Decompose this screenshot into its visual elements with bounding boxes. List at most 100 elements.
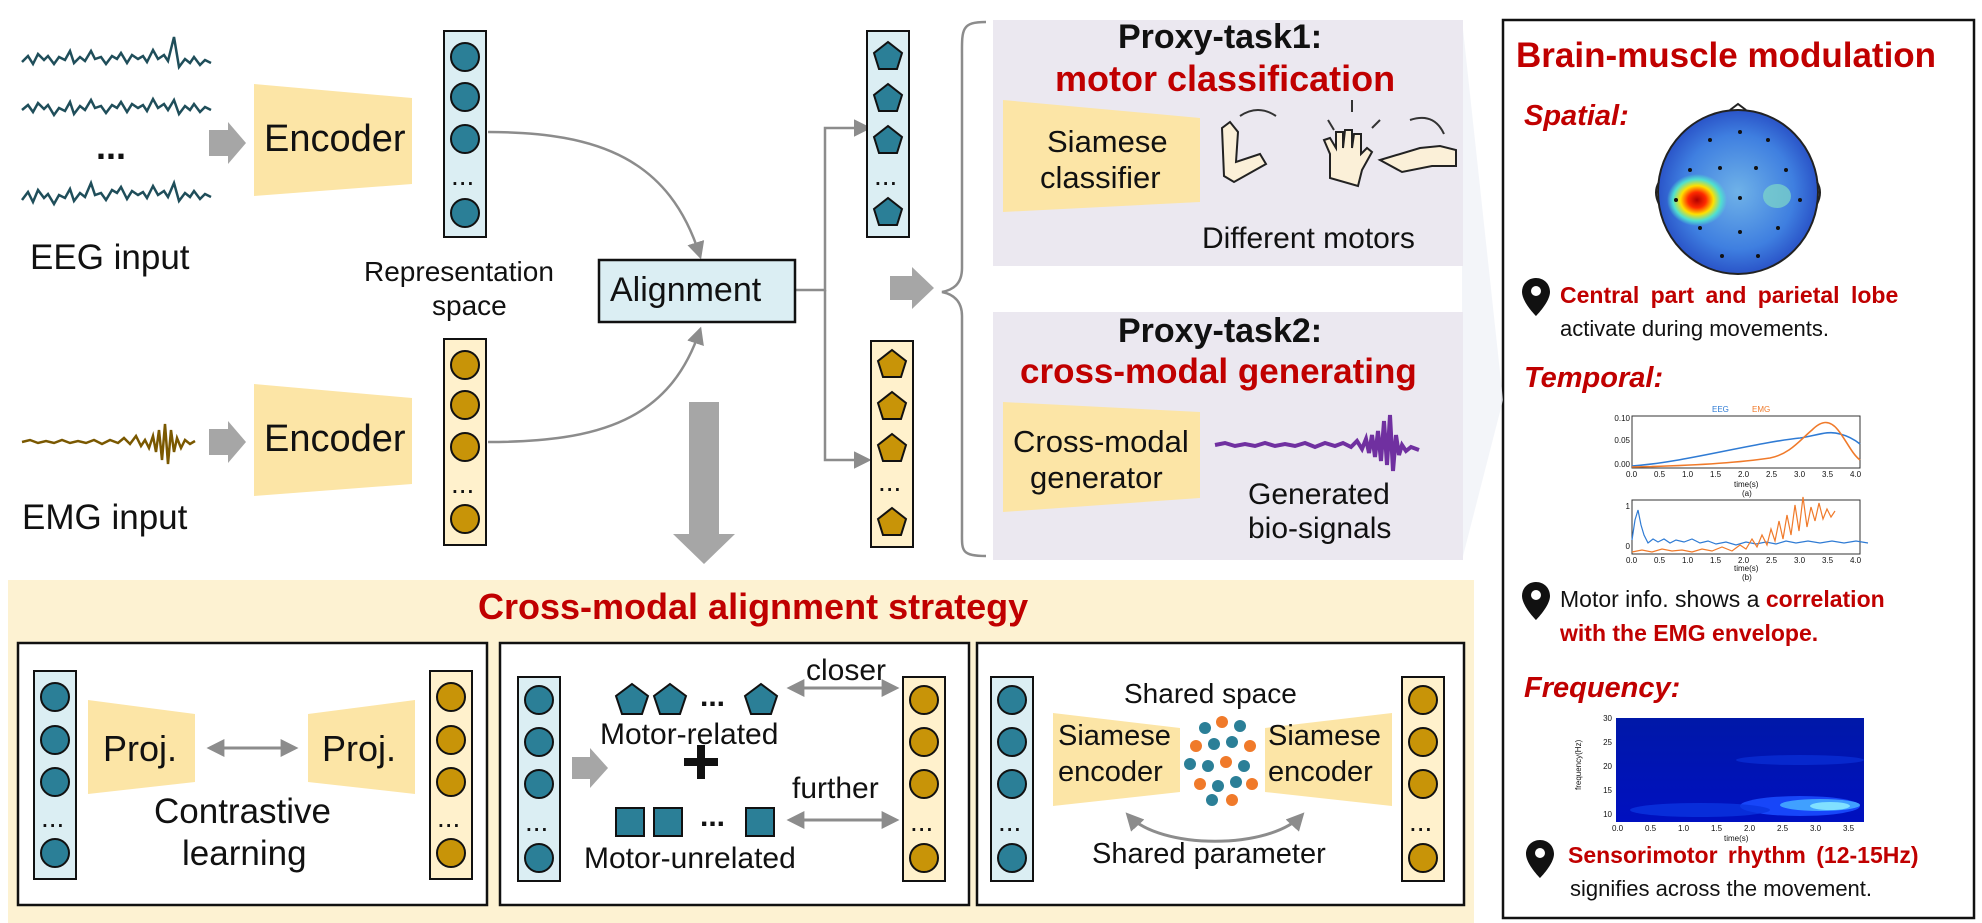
siamese-classifier-line1: Siamese (1047, 124, 1168, 159)
eeg-to-alignment-arrow (487, 130, 705, 260)
temporal-a-xticks: 0.0 0.5 1.0 1.5 2.0 2.5 3.0 3.5 4.0 (1626, 470, 1862, 479)
closer-label: closer (806, 654, 887, 687)
shared-param-arrow (1125, 812, 1305, 843)
temporal-highlight-2: with the EMG envelope. (1560, 620, 1819, 646)
s3-blue-ellipsis: ... (998, 806, 1022, 837)
frequency-text: signifies across the movement. (1570, 876, 1873, 901)
motor-unrelated-dots: ... (700, 800, 726, 833)
eeg-encoder (254, 84, 412, 196)
proj-left-shape (88, 700, 195, 794)
emg-input-arrow (209, 421, 246, 463)
emg-encoder (254, 384, 412, 496)
further-label: further (792, 772, 879, 805)
alignment-label: Alignment (610, 271, 762, 309)
temporal-b-label: (b) (1742, 573, 1752, 582)
eeg-input-label: EEG input (30, 238, 190, 277)
alignment-to-eeg-out-arrow (795, 119, 872, 292)
cross-modal-generator-line2: generator (1030, 460, 1163, 495)
frequency-xlabel: time(s) (1724, 834, 1749, 843)
scalp-map (1655, 102, 1821, 275)
proxy-brace (941, 20, 987, 558)
emg-input-label: EMG input (22, 498, 188, 537)
strategy-down-arrow (673, 402, 735, 564)
s1-yellow-ellipsis: ... (437, 802, 461, 833)
siamese-encoder-left-shape (1053, 713, 1180, 806)
spatial-text: activate during movements. (1560, 316, 1830, 341)
different-motors-caption: Different motors (1202, 222, 1415, 255)
temporal-b-xticks: 0.0 0.5 1.0 1.5 2.0 2.5 3.0 3.5 4.0 (1626, 556, 1862, 565)
legend-emg: EMG (1752, 405, 1771, 414)
siamese-right-line1: Siamese (1268, 720, 1381, 752)
spectrogram (1616, 718, 1864, 822)
cross-modal-generator-shape (1003, 402, 1200, 512)
proxy-arrow (890, 267, 934, 309)
motor-unrelated-label: Motor-unrelated (584, 842, 796, 875)
siamese-right-line2: encoder (1268, 756, 1373, 788)
eeg-waves (21, 36, 212, 207)
s2-yellow-ellipsis: ... (910, 806, 934, 837)
temporal-a-yticks: 0.10 0.05 0.00 (1614, 414, 1630, 469)
temporal-plot-b (1631, 496, 1869, 555)
proxy2-subtitle: cross-modal generating (1020, 352, 1417, 391)
motor-related-dots: ... (700, 680, 726, 713)
legend-eeg: EEG (1712, 405, 1729, 414)
emg-to-alignment-arrow (487, 326, 704, 444)
spatial-highlight: Central part and parietal lobe (1560, 282, 1899, 308)
temporal-text: Motor info. shows a correlation (1560, 586, 1885, 612)
motor-input-arrow (572, 748, 608, 788)
motor-hand-icons (1220, 100, 1457, 188)
pin-icons (1522, 278, 1554, 878)
contrastive-label-2: learning (182, 834, 307, 873)
temporal-a-xlabel: time(s) (1734, 480, 1759, 489)
motor-related-shapes (614, 682, 779, 715)
spatial-heading: Spatial: (1524, 100, 1629, 132)
brain-title: Brain-muscle modulation (1516, 36, 1937, 75)
s1-blue-ellipsis: ... (41, 802, 65, 833)
siamese-classifier-shape (1003, 100, 1200, 212)
proj-left-label: Proj. (103, 728, 178, 769)
proxy2-title: Proxy-task2: (1118, 312, 1323, 350)
shared-space-dots (1184, 716, 1258, 806)
emg-wave (21, 423, 196, 465)
proj-right-shape (308, 700, 415, 794)
proxy1-subtitle: motor classification (1055, 58, 1396, 99)
frequency-highlight: Sensorimotor rhythm (12-15Hz) (1568, 842, 1919, 868)
temporal-b-xlabel: time(s) (1734, 564, 1759, 573)
representation-label-1: Representation (364, 256, 554, 287)
temporal-a-label: (a) (1742, 489, 1752, 498)
eeg-encoder-label: Encoder (264, 118, 406, 160)
temporal-b-yticks: 1 0 (1625, 502, 1630, 551)
eeg-rep-ellipsis: ... (451, 160, 475, 191)
frequency-yticks: 30 25 20 15 10 (1603, 714, 1612, 819)
contrastive-label-1: Contrastive (154, 792, 332, 831)
emg-rep-ellipsis: ... (451, 468, 475, 499)
proj-right-label: Proj. (322, 728, 397, 769)
siamese-classifier-line2: classifier (1040, 160, 1161, 195)
alignment-to-emg-out-arrow (823, 290, 872, 469)
frequency-xticks: 0.0 0.5 1.0 1.5 2.0 2.5 3.0 3.5 (1612, 824, 1855, 833)
siamese-left-line2: encoder (1058, 756, 1163, 788)
shared-space-label: Shared space (1124, 678, 1297, 709)
generated-caption-line1: Generated (1248, 478, 1390, 511)
motor-related-label: Motor-related (600, 718, 779, 751)
frequency-ylabel: frequency(Hz) (1574, 739, 1583, 790)
cross-modal-generator-line1: Cross-modal (1013, 424, 1189, 459)
frequency-heading: Frequency: (1524, 672, 1681, 704)
siamese-left-line1: Siamese (1058, 720, 1171, 752)
s2-blue-ellipsis: ... (525, 806, 549, 837)
eeg-dots: ... (96, 126, 127, 167)
siamese-encoder-right-shape (1265, 713, 1392, 806)
proxy1-title: Proxy-task1: (1118, 18, 1323, 56)
temporal-plot-a (1631, 415, 1861, 469)
emg-out-ellipsis: ... (878, 466, 902, 497)
motor-unrelated-shapes (615, 807, 775, 837)
eeg-out-ellipsis: ... (874, 160, 898, 191)
temporal-heading: Temporal: (1524, 362, 1664, 394)
plus-icon (684, 745, 718, 779)
representation-label-2: space (432, 290, 507, 321)
s3-yellow-ellipsis: ... (1409, 806, 1433, 837)
eeg-input-arrow (209, 122, 246, 164)
alignment-box (597, 258, 797, 324)
